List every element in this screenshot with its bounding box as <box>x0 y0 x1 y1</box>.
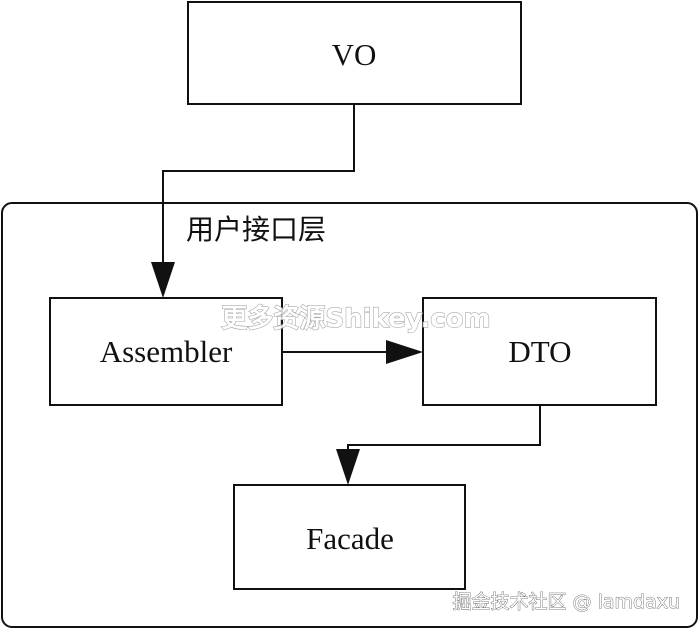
node-facade-box <box>233 484 466 590</box>
arrowhead-into-facade <box>336 449 360 485</box>
arrowhead-into-assembler <box>151 262 175 298</box>
node-dto-label: DTO <box>508 334 571 369</box>
edge-dto-to-facade <box>347 405 541 449</box>
node-facade-label: Facade <box>306 521 394 556</box>
credit-text: 掘金技术社区 @ lamdaxu <box>453 591 681 613</box>
node-vo-label: VO <box>332 37 377 72</box>
layer-label: 用户接口层 <box>186 213 326 246</box>
watermark-text: 更多资源Shikey.com <box>221 304 490 334</box>
edge-vo-to-assembler <box>162 104 355 262</box>
node-facade: Facade <box>233 484 466 590</box>
node-vo-box <box>187 1 522 105</box>
node-assembler-label: Assembler <box>100 334 233 369</box>
node-assembler: Assembler <box>49 297 283 406</box>
node-dto-box <box>422 297 657 406</box>
node-vo: VO <box>187 1 522 105</box>
arrowhead-into-dto <box>386 340 423 364</box>
node-dto: DTO <box>422 297 657 406</box>
node-assembler-box <box>49 297 283 406</box>
user-interface-layer-frame <box>1 202 698 628</box>
